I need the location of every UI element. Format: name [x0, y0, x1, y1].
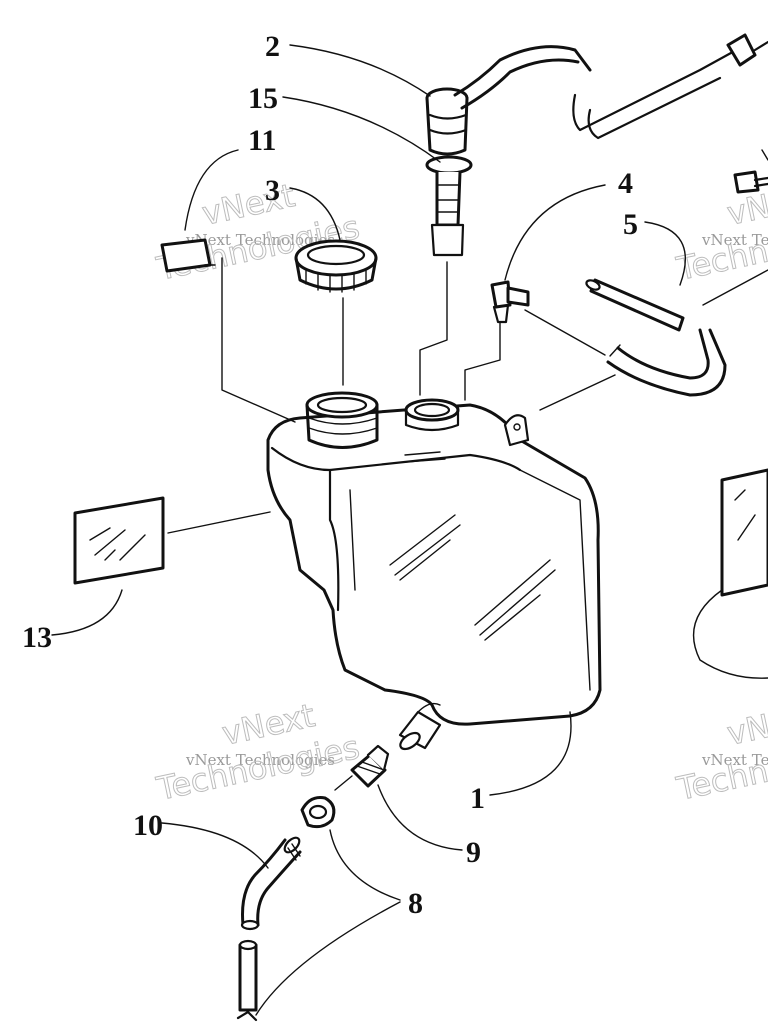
- watermark-top-right: vNext vNext Technologies Technologies: [672, 176, 768, 289]
- svg-text:vNext Technologies: vNext Technologies: [701, 751, 768, 769]
- filler-cap: [294, 239, 378, 293]
- callout-3: 3: [265, 174, 280, 207]
- decal-small: [160, 238, 212, 273]
- callout-8: 8: [408, 887, 423, 920]
- hose-curved: [606, 328, 727, 397]
- callout-5: 5: [623, 208, 638, 241]
- svg-text:vNext: vNext: [724, 696, 768, 753]
- hose-straight: [585, 278, 685, 332]
- oil-tank: [266, 391, 602, 751]
- level-sender-assembly: [425, 87, 473, 257]
- callout-9: 9: [466, 836, 481, 869]
- callout-4: 4: [618, 167, 633, 200]
- bolt-upper-right: [733, 149, 768, 194]
- watermark-bottom-left: vNext vNext Technologies Technologies: [152, 696, 363, 809]
- callout-13: 13: [22, 621, 52, 654]
- watermark-bottom-right: vNext vNext Technologies Technologies: [672, 696, 768, 809]
- callout-2: 2: [265, 30, 280, 63]
- svg-text:vNext Technologies: vNext Technologies: [701, 231, 768, 249]
- oil-hose: [238, 836, 302, 1012]
- decal-large: [73, 496, 165, 585]
- svg-text:vNext Technologies: vNext Technologies: [185, 751, 335, 769]
- clamp-upper: [300, 796, 336, 829]
- leader-lines: [51, 44, 768, 1016]
- callout-15: 15: [248, 82, 278, 115]
- drain-fitting: [350, 744, 390, 788]
- clamp-lower: [236, 1010, 258, 1022]
- elbow-fitting: [490, 280, 530, 324]
- wiring-harness: [453, 33, 768, 140]
- callout-1: 1: [470, 782, 485, 815]
- callout-10: 10: [133, 809, 163, 842]
- svg-text:vNext Technologies: vNext Technologies: [185, 231, 335, 249]
- callout-11: 11: [248, 124, 276, 157]
- decal-right: [720, 468, 768, 597]
